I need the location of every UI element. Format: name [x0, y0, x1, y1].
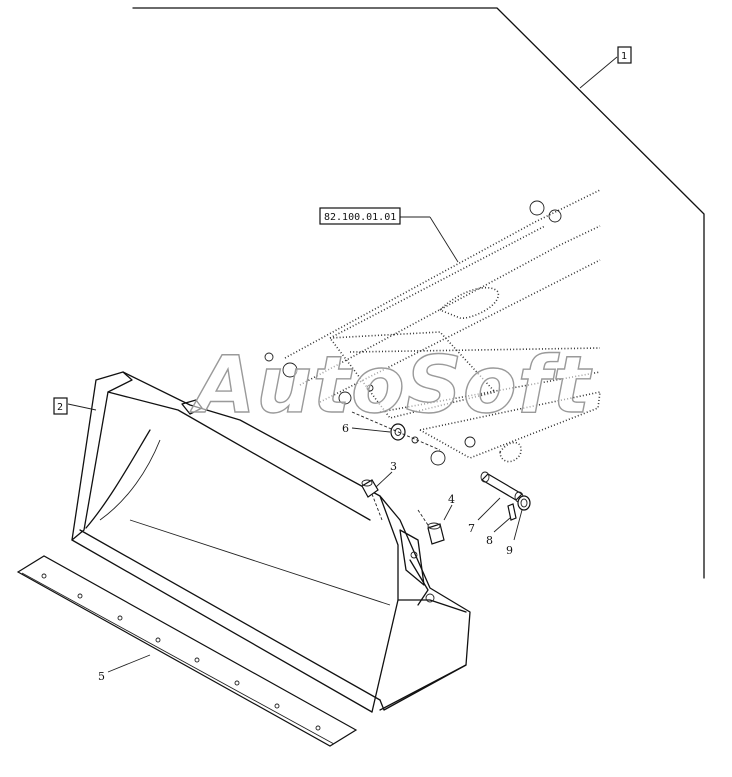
ref-box-1[interactable] [617, 46, 632, 64]
leader-8 [493, 517, 511, 533]
watermark: AutoSoft [189, 341, 592, 431]
loader-arm [264, 189, 601, 466]
assembly-bracket-line [132, 7, 705, 579]
ring-part-9[interactable] [517, 495, 531, 511]
roll-pin-part-8[interactable] [507, 503, 517, 521]
arm-ref-box[interactable] [319, 207, 401, 225]
callout-7[interactable]: 7 [468, 522, 475, 535]
leader-7 [477, 497, 501, 521]
leader-4 [443, 504, 453, 521]
leader-ref-1 [579, 56, 618, 89]
leader-ref-2 [67, 403, 97, 411]
centerline-4 [417, 509, 431, 529]
bushing-part-3[interactable] [361, 479, 379, 498]
sleeve-part-4[interactable] [427, 522, 445, 545]
callout-3[interactable]: 3 [390, 460, 397, 473]
cutting-edge[interactable] [16, 555, 358, 747]
leader-5 [107, 654, 151, 673]
callout-5[interactable]: 5 [98, 670, 105, 683]
bucket[interactable] [71, 371, 471, 713]
callout-9[interactable]: 9 [506, 544, 513, 557]
callout-8[interactable]: 8 [486, 534, 493, 547]
ref-box-2[interactable] [53, 397, 68, 415]
leader-9 [513, 509, 523, 541]
arm-ref-label: 82.100.01.01 [324, 212, 396, 223]
leader-arm-ref-diag [429, 216, 459, 263]
callout-4[interactable]: 4 [448, 493, 455, 506]
leader-6 [351, 427, 391, 433]
ref-label-2: 2 [57, 402, 63, 413]
centerline-6 [351, 411, 441, 451]
leader-3 [375, 471, 393, 488]
pin-part-7[interactable] [480, 471, 524, 503]
callout-6[interactable]: 6 [342, 422, 349, 435]
ref-label-1: 1 [621, 51, 627, 62]
